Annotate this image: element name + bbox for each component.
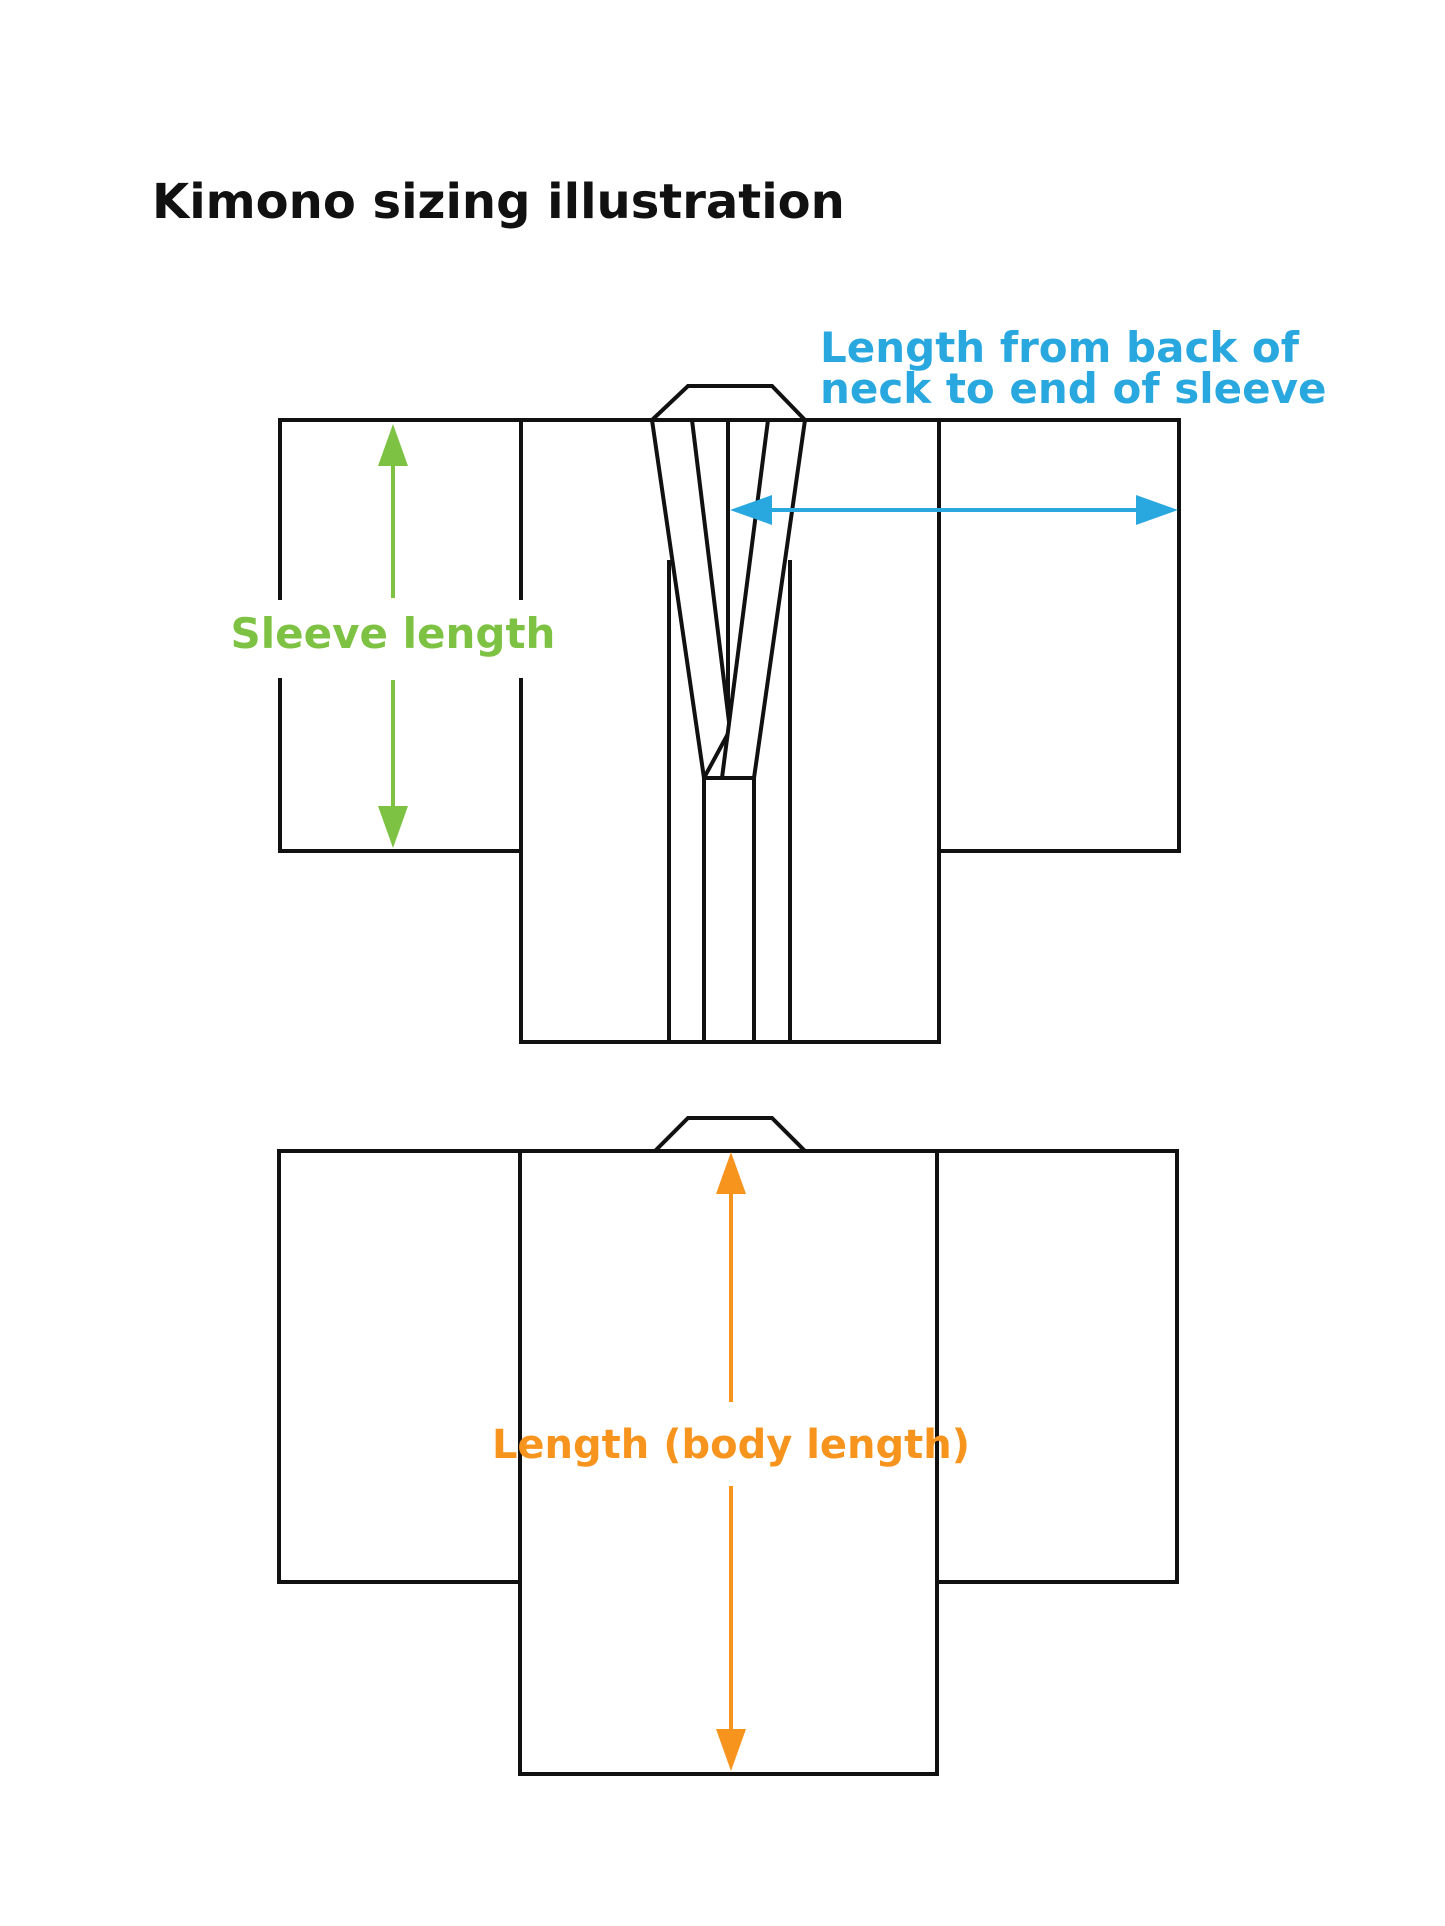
body-length-arrowhead-bottom <box>716 1729 746 1771</box>
kimono-front-view <box>278 384 1181 1044</box>
back-body <box>518 1149 939 1776</box>
neck-to-sleeve-arrowhead-right <box>1136 495 1178 525</box>
front-collar-top <box>650 384 807 422</box>
neck-to-sleeve-arrowhead-left <box>730 495 772 525</box>
page-title: Kimono sizing illustration <box>152 174 845 230</box>
sleeve-length-arrowhead-bottom <box>378 806 408 848</box>
back-collar-top <box>653 1116 807 1153</box>
front-collar-right-band <box>719 418 808 780</box>
sleeve-label-gap-left <box>272 600 288 678</box>
sleeve-label-gap-right <box>513 600 529 678</box>
front-collar-left-band <box>649 418 733 785</box>
back-left-sleeve <box>277 1149 522 1584</box>
body-length-label: Length (body length) <box>492 1422 970 1468</box>
neck-to-sleeve-label-line1: Length from back of <box>820 323 1300 372</box>
sleeve-length-arrowhead-top <box>378 424 408 466</box>
back-right-sleeve <box>935 1149 1179 1584</box>
body-length-measure: Length (body length) <box>492 1152 970 1771</box>
neck-to-sleeve-measure: Length from back of neck to end of sleev… <box>730 323 1326 525</box>
neck-to-sleeve-label-line2: neck to end of sleeve <box>820 364 1326 413</box>
body-length-arrowhead-top <box>716 1152 746 1194</box>
front-right-sleeve <box>937 418 1181 853</box>
sleeve-length-label: Sleeve length <box>231 609 556 658</box>
kimono-back-view <box>277 1116 1179 1776</box>
sleeve-length-measure: Sleeve length <box>231 424 556 848</box>
